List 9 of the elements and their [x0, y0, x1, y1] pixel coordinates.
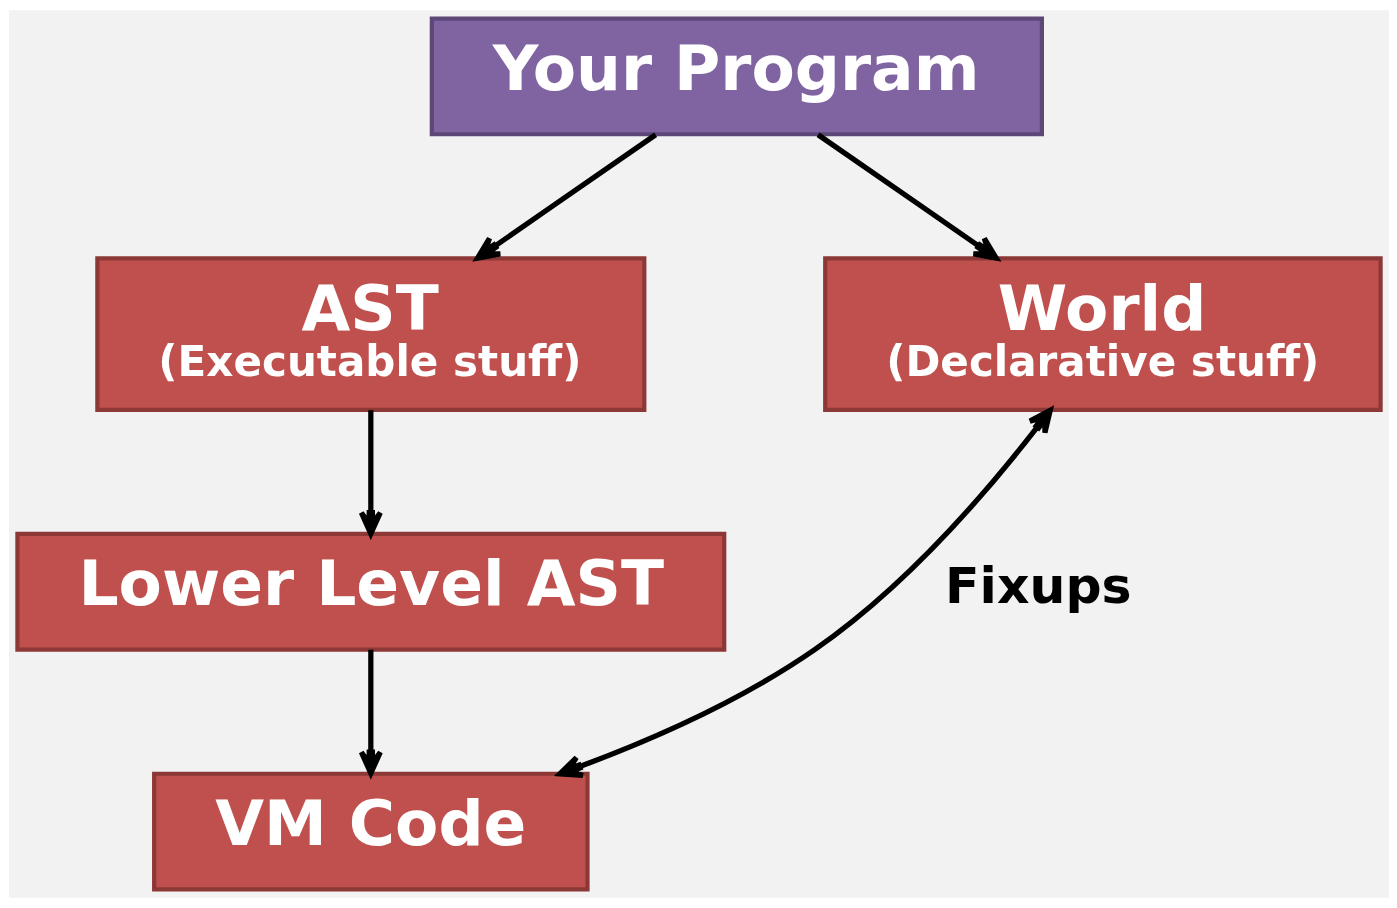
node-box: Lower Level AST — [14, 531, 726, 652]
edge-label: Fixups — [944, 555, 1132, 615]
arrow — [556, 407, 1053, 779]
arrow — [474, 132, 657, 261]
node-box: Your Program — [429, 16, 1044, 137]
node-box: VM Code — [151, 771, 590, 892]
arrow — [816, 132, 999, 261]
node-box: AST (Executable stuff) — [94, 256, 646, 412]
node-box: World (Declarative stuff) — [822, 256, 1383, 412]
